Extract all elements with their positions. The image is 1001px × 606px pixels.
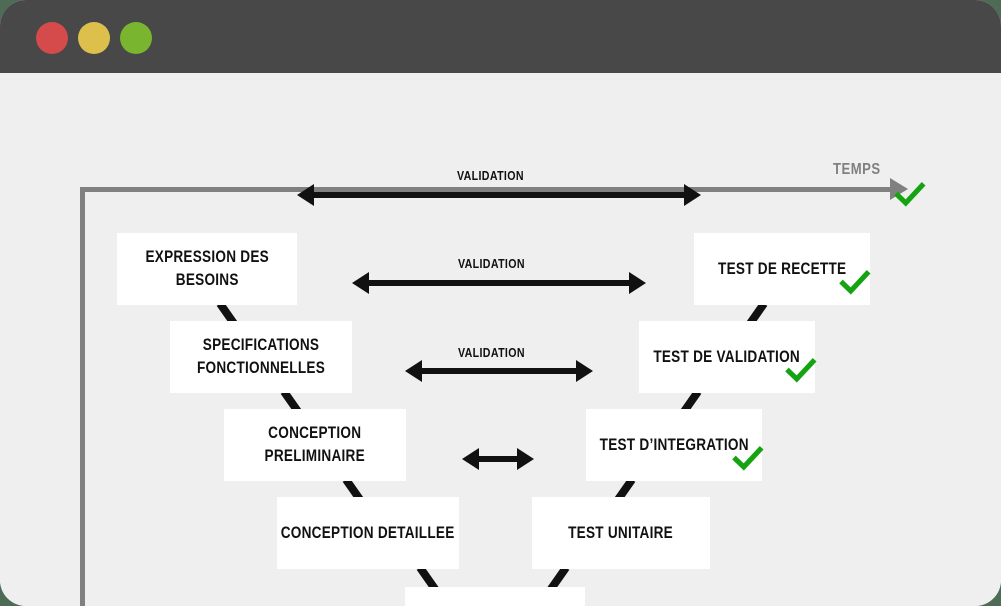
validation-arrow-left-head-4 bbox=[462, 448, 479, 470]
validation-label-3: VALIDATION bbox=[458, 345, 525, 360]
check-icon-test-d-integration bbox=[785, 358, 817, 383]
window-titlebar bbox=[0, 0, 1001, 73]
minimize-button[interactable] bbox=[78, 22, 110, 54]
stage-box-conception-preliminaire[interactable]: CONCEPTION PRELIMINAIRE bbox=[224, 409, 406, 481]
validation-arrow-left-head-3 bbox=[405, 360, 422, 382]
stage-box-specifications-fonctionnelles[interactable]: SPECIFICATIONS FONCTIONNELLES bbox=[170, 321, 352, 393]
stage-box-realisation[interactable]: REALISATION bbox=[405, 587, 585, 606]
validation-arrow-line-2 bbox=[367, 280, 631, 286]
maximize-button[interactable] bbox=[120, 22, 152, 54]
check-icon-test-de-recette bbox=[894, 182, 926, 207]
validation-arrow-left-head-1 bbox=[297, 184, 314, 206]
stage-label-test-unitaire: TEST UNITAIRE bbox=[568, 522, 674, 542]
validation-arrow-line-4 bbox=[477, 456, 519, 462]
stage-label-expression-des-besoins: EXPRESSION DES BESOINS bbox=[145, 247, 269, 289]
stage-label-test-d-integration: TEST D’INTEGRATION bbox=[599, 434, 749, 454]
close-button[interactable] bbox=[36, 22, 68, 54]
diagram-canvas: TEMPS DETAILS VALIDATION VALIDATION VALI… bbox=[0, 73, 1001, 606]
stage-box-test-de-validation[interactable]: TEST DE VALIDATION bbox=[639, 321, 815, 393]
stage-label-conception-detaillee: CONCEPTION DETAILLEE bbox=[281, 522, 455, 542]
stage-label-test-de-recette: TEST DE RECETTE bbox=[717, 258, 847, 278]
validation-arrow-right-head-4 bbox=[517, 448, 534, 470]
stage-box-test-de-recette[interactable]: TEST DE RECETTE bbox=[694, 233, 870, 305]
validation-label-2: VALIDATION bbox=[458, 256, 525, 271]
details-axis-line bbox=[80, 187, 85, 606]
validation-arrow-line-1 bbox=[312, 192, 686, 198]
validation-arrow-right-head-1 bbox=[684, 184, 701, 206]
validation-label-1: VALIDATION bbox=[457, 168, 524, 183]
validation-arrow-right-head-2 bbox=[629, 272, 646, 294]
stage-box-expression-des-besoins[interactable]: EXPRESSION DES BESOINS bbox=[117, 233, 297, 305]
stage-box-conception-detaillee[interactable]: CONCEPTION DETAILLEE bbox=[277, 497, 459, 569]
validation-arrow-left-head-2 bbox=[352, 272, 369, 294]
check-icon-test-unitaire bbox=[732, 446, 764, 471]
arrow-right-icon bbox=[890, 178, 908, 200]
stage-label-specifications-fonctionnelles: SPECIFICATIONS FONCTIONNELLES bbox=[196, 335, 326, 377]
stage-label-conception-preliminaire: CONCEPTION PRELIMINAIRE bbox=[264, 423, 366, 465]
validation-arrow-line-3 bbox=[420, 368, 578, 374]
time-axis-label: TEMPS bbox=[833, 161, 881, 178]
check-icon-test-de-validation bbox=[839, 270, 871, 295]
stage-box-test-unitaire[interactable]: TEST UNITAIRE bbox=[532, 497, 710, 569]
validation-arrow-right-head-3 bbox=[576, 360, 593, 382]
stage-box-test-d-integration[interactable]: TEST D’INTEGRATION bbox=[586, 409, 762, 481]
time-axis-line bbox=[80, 187, 895, 192]
stage-label-test-de-validation: TEST DE VALIDATION bbox=[653, 346, 801, 366]
